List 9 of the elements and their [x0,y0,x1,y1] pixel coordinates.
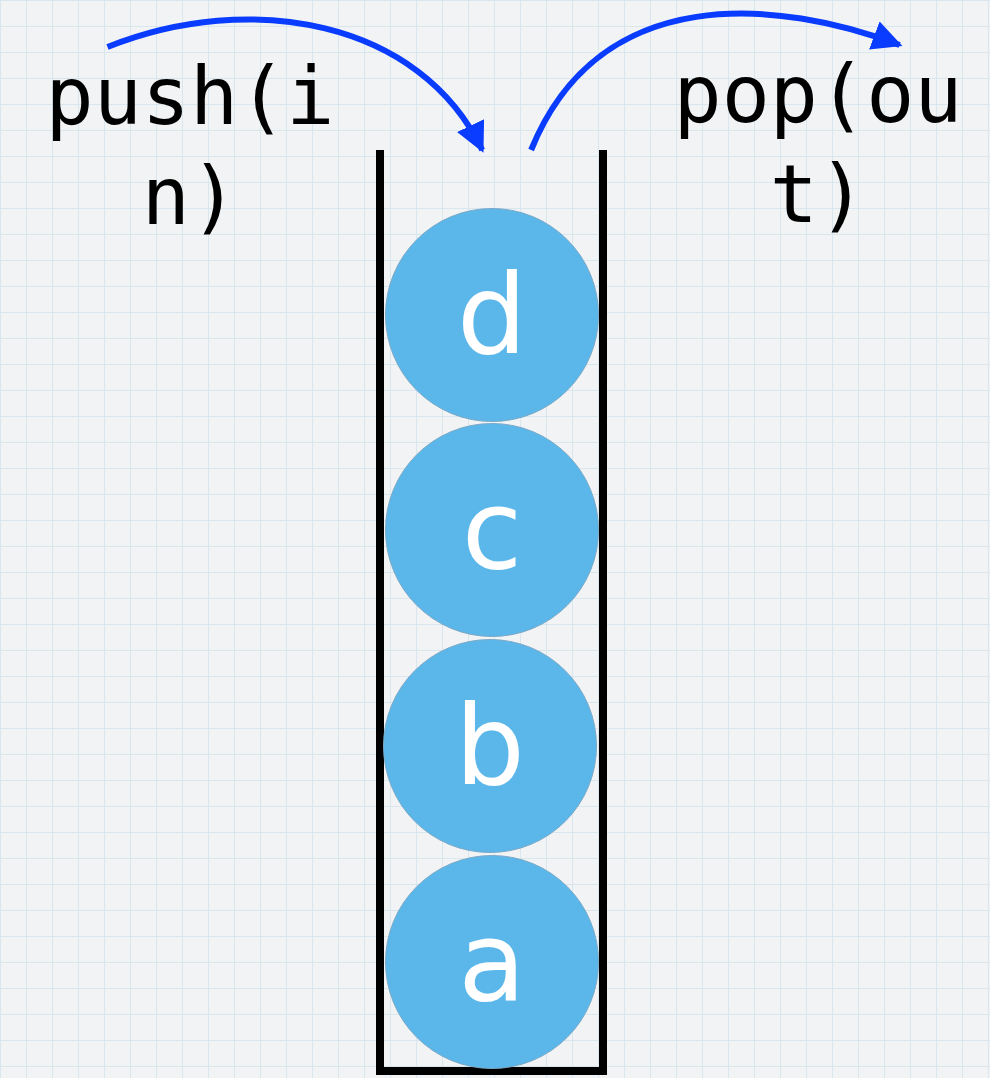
stack-container [375,150,608,1076]
operation-label: push(in) [25,47,355,247]
operation-label: pop(out) [648,45,988,245]
stack-item-circle: a [385,855,599,1069]
stack-item-circle: d [385,208,599,422]
stack-item-circle: c [385,423,599,637]
arrow [106,16,485,153]
stack-item-circle: b [383,639,597,853]
arrow [528,10,903,152]
